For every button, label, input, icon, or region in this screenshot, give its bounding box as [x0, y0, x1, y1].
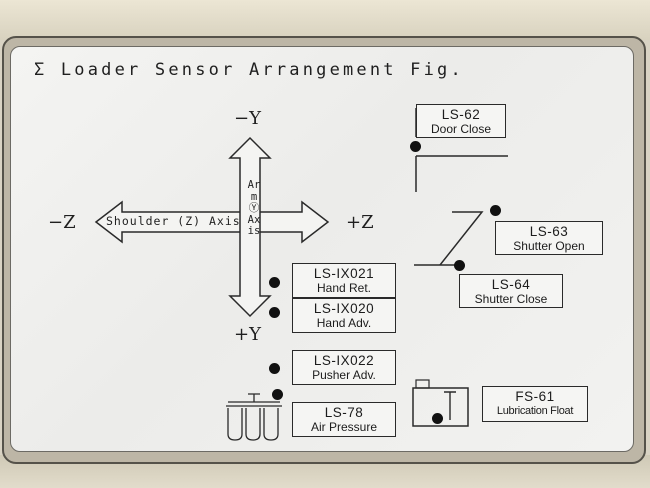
- sensor-desc: Air Pressure: [310, 420, 378, 434]
- shoulder-axis-label: Shoulder (Z) Axis: [106, 214, 241, 228]
- air-bowl-2: [245, 408, 261, 441]
- sensor-dot-ls78: [272, 389, 283, 400]
- sensor-dot-ix020: [269, 307, 280, 318]
- plus-z-label: +Z: [346, 212, 374, 233]
- sensor-desc: Hand Adv.: [316, 316, 372, 330]
- minus-y-label: −Y: [234, 108, 261, 129]
- air-bowl-1: [227, 408, 243, 441]
- sensor-code: LS-63: [529, 224, 569, 239]
- sensor-dot-ix021: [269, 277, 280, 288]
- float-rod: [444, 391, 456, 420]
- plus-y-label: +Y: [234, 324, 261, 345]
- air-bowl-3: [263, 408, 279, 441]
- sensor-code: LS-78: [324, 405, 364, 420]
- sensor-code: FS-61: [515, 389, 555, 404]
- minus-z-label: −Z: [48, 212, 76, 233]
- wall-background-top: [0, 0, 650, 40]
- sensor-desc: Pusher Adv.: [312, 368, 376, 382]
- sensor-dot-ls63: [490, 205, 501, 216]
- sensor-dot-ls62: [410, 141, 421, 152]
- sensor-desc: Hand Ret.: [316, 281, 372, 295]
- sensor-code: LS-62: [441, 107, 481, 122]
- arm-axis-arrow: [228, 136, 272, 318]
- sensor-label-ls62: LS-62 Door Close: [416, 104, 506, 138]
- sensor-label-ls63: LS-63 Shutter Open: [495, 221, 603, 255]
- plate-title: Σ Loader Sensor Arrangement Fig.: [34, 60, 464, 80]
- sensor-dot-ls64: [454, 260, 465, 271]
- sensor-desc: Lubrication Float: [496, 405, 574, 417]
- air-unit-top: [226, 401, 282, 407]
- air-unit-pipe: [248, 393, 260, 402]
- sensor-dot-ix022: [269, 363, 280, 374]
- sensor-code: LS-64: [491, 277, 531, 292]
- sensor-label-ls64: LS-64 Shutter Close: [459, 274, 563, 308]
- door-line: [415, 155, 508, 192]
- sensor-desc: Shutter Close: [474, 292, 548, 306]
- shutter-line: [439, 211, 484, 266]
- sensor-code: LS-IX022: [313, 353, 375, 368]
- sensor-code: LS-IX020: [313, 301, 375, 316]
- lubrication-tank: [412, 387, 469, 427]
- tank-cap: [415, 379, 430, 389]
- sensor-desc: Shutter Open: [513, 239, 585, 253]
- sensor-label-ix020: LS-IX020 Hand Adv.: [292, 298, 396, 333]
- sensor-desc: Door Close: [430, 122, 492, 136]
- sensor-label-fs61: FS-61 Lubrication Float: [482, 386, 588, 422]
- sensor-dot-fs61: [432, 413, 443, 424]
- shoulder-axis-arrow: [94, 200, 330, 244]
- sensor-label-ix021: LS-IX021 Hand Ret.: [292, 263, 396, 298]
- arm-axis-label: ArmⓎAxis: [247, 179, 261, 237]
- sensor-label-ls78: LS-78 Air Pressure: [292, 402, 396, 437]
- sensor-code: LS-IX021: [313, 266, 375, 281]
- sensor-label-ix022: LS-IX022 Pusher Adv.: [292, 350, 396, 385]
